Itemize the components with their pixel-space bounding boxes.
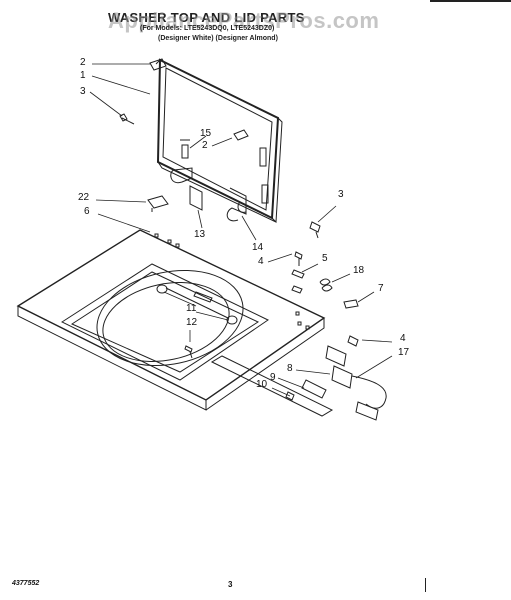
clip-7 [343, 299, 359, 309]
switch-bracket [210, 355, 334, 417]
switch-plunger [301, 379, 327, 399]
bumper-top [149, 58, 167, 71]
callout-15: 15 [200, 128, 212, 139]
screw-12 [184, 345, 193, 359]
fastener-15 [180, 139, 190, 159]
callout-5: 5 [322, 253, 328, 264]
callout-2-right: 2 [202, 140, 208, 151]
document-number: 4377552 [12, 580, 40, 587]
spring-18 [319, 278, 333, 292]
callout-14: 14 [252, 242, 264, 253]
callout-22: 22 [78, 192, 90, 203]
callout-2-top: 2 [80, 57, 86, 68]
switch-screw [347, 335, 359, 347]
panel-hole-4 [295, 311, 300, 316]
tub-opening-inner [102, 282, 230, 362]
panel-hole-2 [167, 239, 172, 244]
callout-7: 7 [378, 283, 384, 294]
grommet-left [156, 284, 168, 294]
callout-11: 11 [186, 303, 197, 314]
bumper-right [233, 129, 249, 141]
callout-6: 6 [84, 206, 90, 217]
lid-hinge-slot-2 [261, 184, 269, 204]
diagram-title: WASHER TOP AND LID PARTS [108, 10, 305, 25]
screw-right [309, 221, 321, 239]
panel-hole-3 [175, 243, 180, 248]
header-rule [430, 0, 511, 2]
lid-hinge-slot [259, 147, 267, 167]
washer-5 [291, 269, 305, 279]
lid-frame-inner [162, 67, 273, 211]
switch-pin [285, 391, 295, 401]
screw-top-left [119, 113, 135, 125]
watermark: AppliancePartsPros.com [108, 8, 380, 33]
callout-10: 10 [256, 379, 268, 390]
callout-12: 12 [186, 317, 198, 328]
washer-top-panel [16, 229, 326, 401]
callout-9: 9 [270, 372, 276, 383]
lid-frame-edge [155, 59, 283, 224]
hinge-left-2 [189, 185, 203, 211]
page-number: 3 [228, 580, 233, 589]
callout-18: 18 [353, 265, 365, 276]
callout-8: 8 [287, 363, 293, 374]
lid-slot [193, 291, 213, 303]
finishes-subtitle: (Designer White) (Designer Almond) [158, 35, 278, 42]
callout-3-right: 3 [338, 189, 344, 200]
lid-switch-body [331, 365, 353, 389]
callout-3-left: 3 [80, 86, 86, 97]
tub-opening [96, 269, 244, 367]
panel-hole [154, 233, 159, 238]
callout-13: 13 [194, 229, 206, 240]
hinge-right [226, 187, 247, 222]
wire-harness [351, 375, 387, 409]
tub-recess [60, 263, 269, 381]
panel-hole-5 [297, 321, 302, 326]
hinge-right-2 [237, 201, 247, 213]
hinge-left [170, 167, 193, 184]
screw-4 [294, 251, 303, 266]
panel-hole-6 [305, 325, 310, 330]
nut-5b [291, 285, 303, 294]
grommet-rod [165, 287, 229, 319]
callout-1: 1 [80, 70, 86, 81]
callout-4-left: 4 [258, 256, 264, 267]
callout-4-right: 4 [400, 333, 406, 344]
harness-connector [355, 401, 379, 421]
footer-rule [425, 578, 426, 592]
bumper-22 [147, 195, 169, 212]
models-subtitle: (For Models: LTE5243DQ0, LTE5243DZ0) [140, 25, 275, 32]
washer-top-front-edge [17, 306, 325, 411]
tub-recess-inner [70, 271, 260, 373]
callout-17: 17 [398, 347, 410, 358]
switch-mount [325, 345, 347, 367]
